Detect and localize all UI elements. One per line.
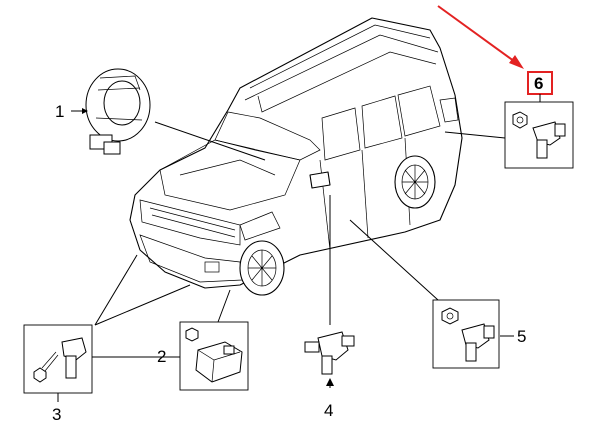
arrow-1	[82, 108, 88, 114]
nut-icon	[441, 307, 459, 325]
part-5-box	[432, 299, 500, 369]
part-6-box	[504, 101, 574, 169]
impact-sensor-icon	[304, 331, 355, 375]
part-3-box	[23, 324, 93, 394]
vehicle-illustration	[129, 17, 463, 296]
nut-icon	[185, 327, 199, 342]
part-2-box	[179, 321, 249, 391]
callout-2: 2	[157, 347, 166, 366]
impact-sensor-icon	[461, 323, 495, 362]
arrow-4	[326, 378, 334, 386]
highlight-arrow-head	[509, 55, 524, 69]
highlight-arrow-shaft	[437, 5, 519, 65]
callout-4: 4	[324, 401, 333, 420]
bolt-icon	[33, 351, 59, 383]
callout-5: 5	[517, 327, 526, 346]
restraint-module-icon	[195, 341, 243, 383]
callout-1: 1	[55, 102, 64, 121]
impact-sensor-icon	[532, 121, 566, 159]
nut-icon	[512, 111, 528, 129]
callout-3: 3	[52, 405, 61, 424]
clockspring-part-icon	[85, 68, 151, 155]
callout-6: 6	[534, 74, 543, 93]
leader-lines	[71, 110, 514, 358]
impact-sensor-icon	[61, 337, 87, 379]
